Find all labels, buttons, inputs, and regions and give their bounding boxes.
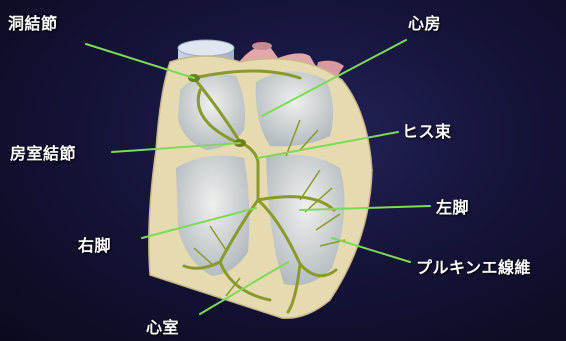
label-av-node: 房室結節 <box>10 140 76 164</box>
label-purkinje-fibers: プルキンエ線維 <box>416 254 531 278</box>
label-ventricle: 心室 <box>146 314 179 338</box>
label-left-bundle-branch: 左脚 <box>436 194 469 218</box>
label-his-bundle: ヒス束 <box>402 118 452 142</box>
aorta-opening <box>178 40 234 56</box>
label-right-bundle-branch: 右脚 <box>78 232 111 256</box>
label-atrium: 心房 <box>408 10 441 34</box>
label-sinoatrial-node: 洞結節 <box>8 10 58 34</box>
